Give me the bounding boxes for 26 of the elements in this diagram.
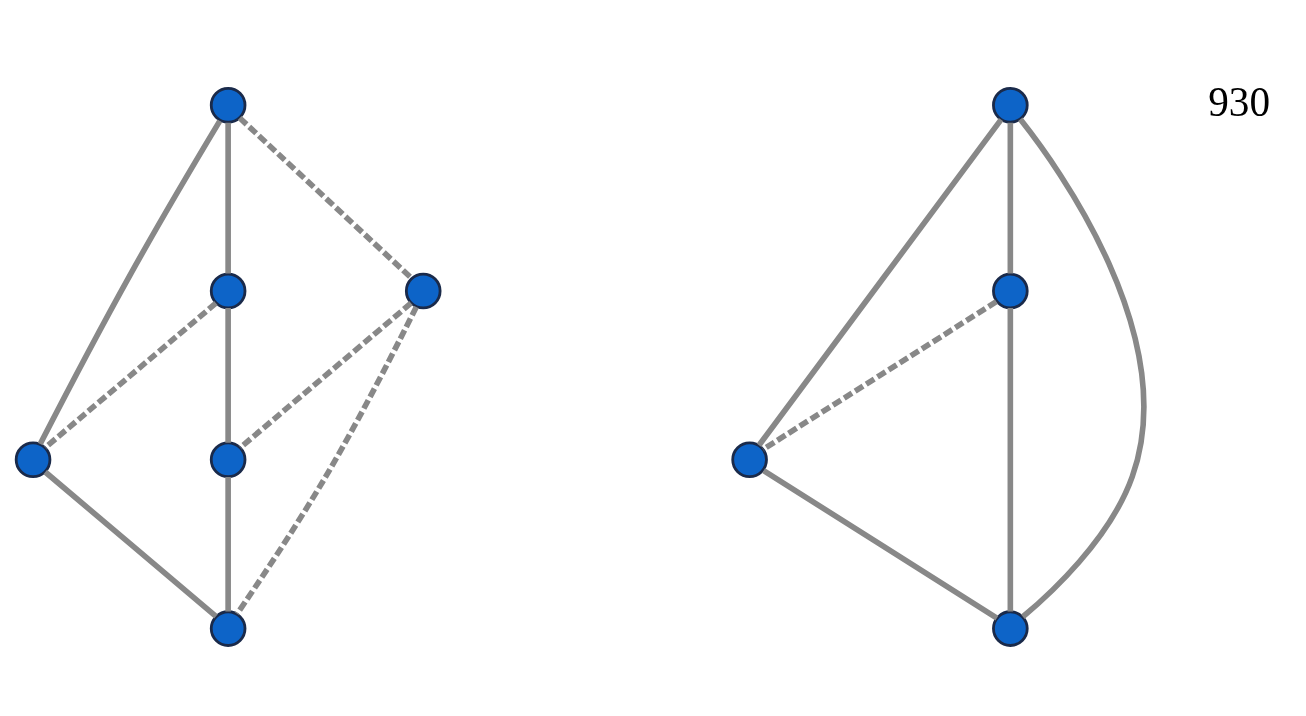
connector xyxy=(237,115,414,280)
node-circle xyxy=(209,609,247,647)
connector xyxy=(761,298,998,452)
connector xyxy=(225,476,231,612)
connector xyxy=(225,122,231,274)
node-circle xyxy=(209,86,247,124)
connector xyxy=(225,307,231,443)
node-circle xyxy=(992,609,1029,647)
connector xyxy=(762,467,999,621)
node-circle xyxy=(731,441,768,478)
node-circle xyxy=(404,272,442,309)
connector xyxy=(37,118,223,445)
label: 930 xyxy=(1208,78,1271,125)
node-circle xyxy=(14,441,52,478)
connector xyxy=(238,300,413,450)
node-circle xyxy=(209,441,247,478)
node-circle xyxy=(209,272,247,309)
connector xyxy=(43,300,218,450)
connector xyxy=(43,469,218,619)
node-circle xyxy=(992,86,1029,124)
connector xyxy=(1018,117,1147,619)
connector xyxy=(1007,122,1014,274)
connector xyxy=(756,117,1004,447)
connector xyxy=(1007,307,1014,611)
node-circle xyxy=(992,272,1029,309)
connector xyxy=(234,305,419,615)
